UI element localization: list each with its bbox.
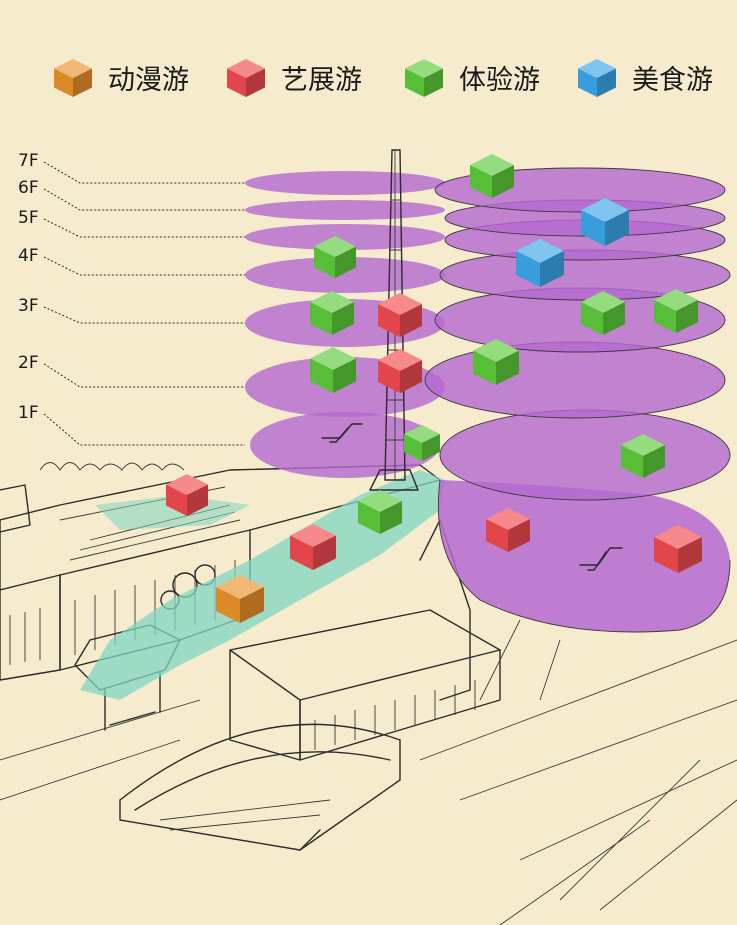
floor-label-text: 5F (18, 208, 39, 228)
green-cube-icon (405, 59, 443, 97)
escalator-icon (579, 547, 623, 571)
floor-label-text: 3F (18, 296, 39, 316)
floor-label: 5F (18, 208, 245, 238)
blue-cube-icon (578, 59, 616, 97)
red-cube-icon (290, 524, 336, 570)
blue-cube-icon (581, 198, 629, 246)
green-cube-icon (358, 490, 402, 534)
green-cube-icon (310, 347, 356, 393)
red-cube-icon (378, 349, 422, 393)
floor-label: 1F (18, 403, 245, 446)
floor-label-text: 1F (18, 403, 39, 423)
legend-label: 动漫游 (108, 65, 189, 96)
green-cube-icon (581, 291, 625, 335)
floor-label: 4F (18, 246, 245, 276)
floor-label-text: 6F (18, 178, 39, 198)
green-cube-icon (654, 289, 698, 333)
floor-labels: 7F 6F 5F 4F 3F 2F 1F (18, 151, 245, 446)
floor-label: 7F (18, 151, 245, 184)
green-cube-icon (314, 236, 356, 278)
legend: 动漫游 艺展游 体验游 美食游 (54, 59, 713, 97)
legend-item: 艺展游 (227, 59, 362, 97)
red-cube-icon (166, 474, 208, 516)
floor-label: 3F (18, 296, 245, 324)
red-cube-icon (378, 293, 422, 337)
floor-label: 2F (18, 353, 245, 388)
legend-item: 动漫游 (54, 59, 189, 97)
orange-cube-icon (216, 575, 264, 623)
red-cube-icon (486, 508, 530, 552)
floor-plates (245, 167, 731, 633)
escalator-icon (321, 423, 363, 443)
green-cube-icon (470, 154, 514, 198)
cube-markers (166, 154, 702, 623)
ground-walkway (80, 470, 445, 700)
legend-item: 体验游 (405, 59, 540, 97)
floor-label-text: 7F (18, 151, 39, 171)
legend-item: 美食游 (578, 59, 713, 97)
green-cube-icon (621, 434, 665, 478)
ground-walkway-left (95, 495, 250, 530)
legend-label: 体验游 (459, 65, 540, 96)
green-cube-icon (310, 291, 354, 335)
floor-label-text: 4F (18, 246, 39, 266)
blue-cube-icon (516, 239, 564, 287)
red-cube-icon (654, 525, 702, 573)
floor-label: 6F (18, 178, 245, 211)
floor-label-text: 2F (18, 353, 39, 373)
red-cube-icon (227, 59, 265, 97)
green-cube-icon (473, 339, 519, 385)
green-cube-icon (404, 425, 440, 461)
orange-cube-icon (54, 59, 92, 97)
legend-label: 美食游 (632, 65, 713, 96)
legend-label: 艺展游 (281, 65, 362, 96)
floor-plate-1f (250, 409, 731, 501)
